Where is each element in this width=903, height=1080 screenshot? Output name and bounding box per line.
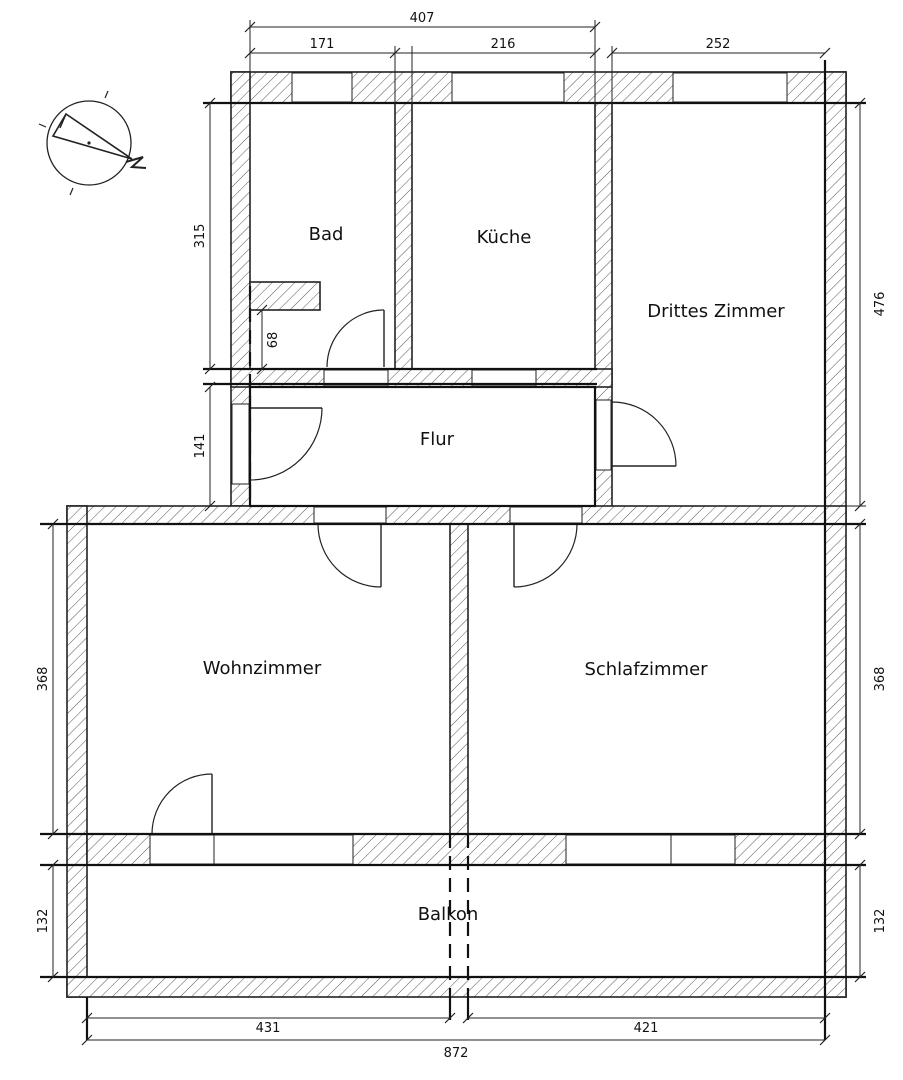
room-label-drittes-zimmer: Drittes Zimmer (647, 301, 785, 322)
door-opening-schlaf (509, 506, 583, 524)
dim-bottom-wohn: 431 (256, 1021, 281, 1036)
dim-top-total: 407 (410, 11, 435, 26)
window-wohn (213, 834, 354, 865)
entrance-opening (231, 403, 250, 485)
wall-bad-kueche (394, 102, 413, 370)
wall-wohn-schlaf (449, 523, 469, 835)
room-label-balkon: Balkon (418, 904, 479, 925)
wall-middle (66, 505, 847, 525)
reference-lines (40, 60, 866, 1040)
wall-left-lower (66, 505, 88, 998)
dim-top-drittes: 252 (706, 37, 731, 52)
balkon-door-schlaf (670, 834, 736, 865)
dim-left-wohn: 368 (36, 667, 51, 692)
window-drittes (672, 72, 788, 103)
doors (151, 309, 677, 835)
dim-top-kueche: 216 (491, 37, 516, 52)
north-arrow-icon (38, 90, 147, 196)
door-opening-wohn (313, 506, 387, 524)
window-bad (291, 72, 353, 103)
dim-right-drittes: 476 (873, 292, 888, 317)
door-swing-balkon (151, 773, 213, 835)
door-swing-entrance (249, 407, 323, 481)
dim-bottom-total: 872 (444, 1046, 469, 1061)
dim-right-balkon: 132 (873, 909, 888, 934)
dim-right-schlaf: 368 (873, 667, 888, 692)
dimension-labels: 407 171 216 252 315 68 141 368 132 476 3… (36, 11, 888, 1061)
dimension-lines (47, 20, 866, 1046)
room-label-flur: Flur (420, 429, 455, 450)
room-labels: Bad Küche Drittes Zimmer Flur Wohnzimmer… (203, 224, 786, 925)
wall-right (824, 71, 847, 998)
bad-niche-block (249, 281, 321, 311)
dim-bottom-schlaf: 421 (634, 1021, 659, 1036)
balkon-parapet (66, 976, 847, 998)
dim-left-balkon: 132 (36, 909, 51, 934)
door-swing-schlaf (513, 523, 578, 588)
balkon-door-wohn (149, 834, 215, 865)
room-label-schlafzimmer: Schlafzimmer (584, 659, 708, 680)
door-swing-bad (326, 309, 385, 368)
dim-bad-niche: 68 (266, 332, 281, 349)
room-label-kueche: Küche (477, 227, 532, 248)
dim-top-bad: 171 (310, 37, 335, 52)
door-opening-drittes (595, 399, 612, 471)
window-schlaf (565, 834, 672, 865)
door-swing-wohn (317, 523, 382, 588)
dim-left-flur: 141 (193, 434, 208, 459)
dim-left-bad: 315 (193, 224, 208, 249)
room-label-bad: Bad (309, 224, 344, 245)
openings (149, 72, 788, 865)
window-kueche (451, 72, 565, 103)
door-swing-drittes (611, 401, 677, 467)
room-label-wohnzimmer: Wohnzimmer (203, 658, 322, 679)
